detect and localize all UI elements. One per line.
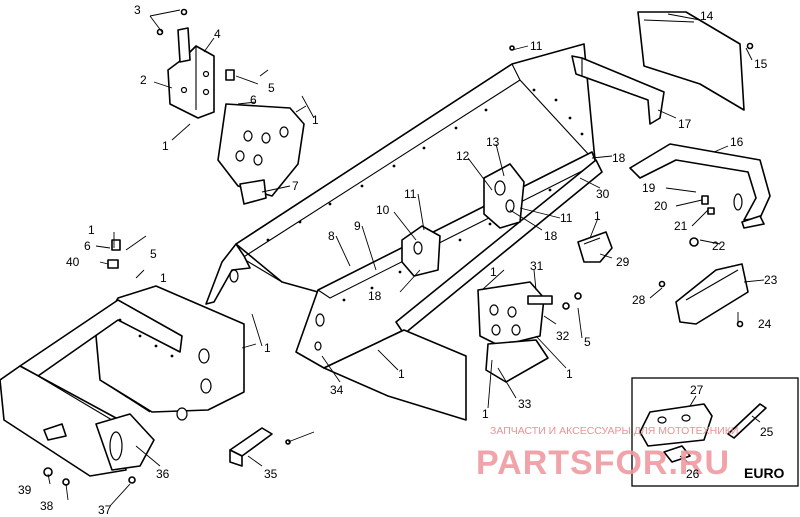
steering-bracket [167, 27, 215, 119]
bracket-35 [229, 427, 273, 467]
callout-5: 5 [150, 247, 157, 261]
callout-2: 2 [140, 73, 147, 87]
callout-33: 33 [518, 397, 532, 411]
callout-3: 3 [134, 3, 141, 17]
callout-20: 20 [654, 199, 668, 213]
callout-5: 5 [268, 81, 275, 95]
chassis-side-panel [295, 151, 603, 421]
callout-28: 28 [632, 293, 646, 307]
watermark-brand: PARTSFOR.RU [476, 444, 730, 482]
callout-13: 13 [486, 135, 500, 149]
callout-24: 24 [758, 317, 772, 331]
callout-5: 5 [584, 335, 591, 349]
side-guard [675, 263, 749, 325]
callout-36: 36 [156, 467, 170, 481]
callout-14: 14 [700, 9, 714, 23]
callout-1: 1 [594, 209, 601, 223]
callout-11: 11 [404, 187, 417, 201]
callout-labels: 3 4 2 5 6 1 1 7 11 14 15 17 16 18 30 13 … [18, 3, 785, 517]
chassis-tunnel [205, 43, 597, 305]
callout-1: 1 [312, 113, 319, 127]
callout-7: 7 [292, 179, 299, 193]
callout-4: 4 [214, 27, 221, 41]
callout-38: 38 [40, 499, 54, 513]
callout-1: 1 [162, 139, 169, 153]
callout-23: 23 [764, 273, 778, 287]
callout-10: 10 [376, 203, 390, 217]
callout-39: 39 [18, 483, 32, 497]
callout-1: 1 [482, 407, 489, 421]
callout-1: 1 [88, 223, 95, 237]
callout-1: 1 [566, 367, 573, 381]
callout-12: 12 [456, 149, 470, 163]
callout-18: 18 [544, 229, 558, 243]
callout-17: 17 [678, 117, 692, 131]
callout-6: 6 [84, 239, 91, 253]
callout-9: 9 [354, 219, 361, 233]
callout-6: 6 [250, 93, 257, 107]
callout-21: 21 [674, 219, 688, 233]
callout-1: 1 [160, 271, 167, 285]
callout-26: 26 [686, 467, 700, 481]
callout-19: 19 [642, 181, 656, 195]
callout-15: 15 [754, 57, 768, 71]
callout-27: 27 [690, 383, 704, 397]
bracket-29 [577, 231, 613, 263]
callout-16: 16 [730, 135, 744, 149]
callout-1: 1 [264, 341, 271, 355]
watermark-tagline: ЗАПЧАСТИ И АКСЕССУАРЫ ДЛЯ МОТОТЕХНИКИ [490, 425, 738, 437]
callout-29: 29 [616, 255, 630, 269]
callout-11: 11 [530, 39, 543, 53]
watermark: ЗАПЧАСТИ И АКСЕССУАРЫ ДЛЯ МОТОТЕХНИКИ PA… [476, 425, 738, 482]
front-bulkhead [0, 285, 245, 477]
callout-18: 18 [368, 289, 382, 303]
rear-crossmember [571, 55, 665, 125]
callout-8: 8 [328, 229, 335, 243]
callout-30: 30 [596, 187, 610, 201]
leader-lines [47, 9, 765, 507]
callout-37: 37 [98, 503, 112, 517]
callout-31: 31 [530, 259, 544, 273]
callout-40: 40 [66, 255, 80, 269]
rivet-row [266, 88, 584, 242]
rear-plate [401, 225, 441, 277]
callout-1: 1 [398, 367, 405, 381]
euro-inset [631, 377, 799, 487]
footrest-bracket [477, 281, 553, 383]
upper-plate-bracket [217, 103, 305, 205]
callout-35: 35 [264, 467, 278, 481]
callout-25: 25 [760, 425, 774, 439]
callout-18: 18 [612, 151, 626, 165]
callout-22: 22 [712, 239, 726, 253]
snow-flap [637, 11, 745, 111]
euro-label: EURO [744, 465, 785, 481]
callout-1: 1 [490, 265, 497, 279]
callout-11: 11 [560, 211, 573, 225]
callout-32: 32 [556, 329, 570, 343]
rear-bumper [629, 143, 771, 229]
callout-34: 34 [330, 383, 344, 397]
